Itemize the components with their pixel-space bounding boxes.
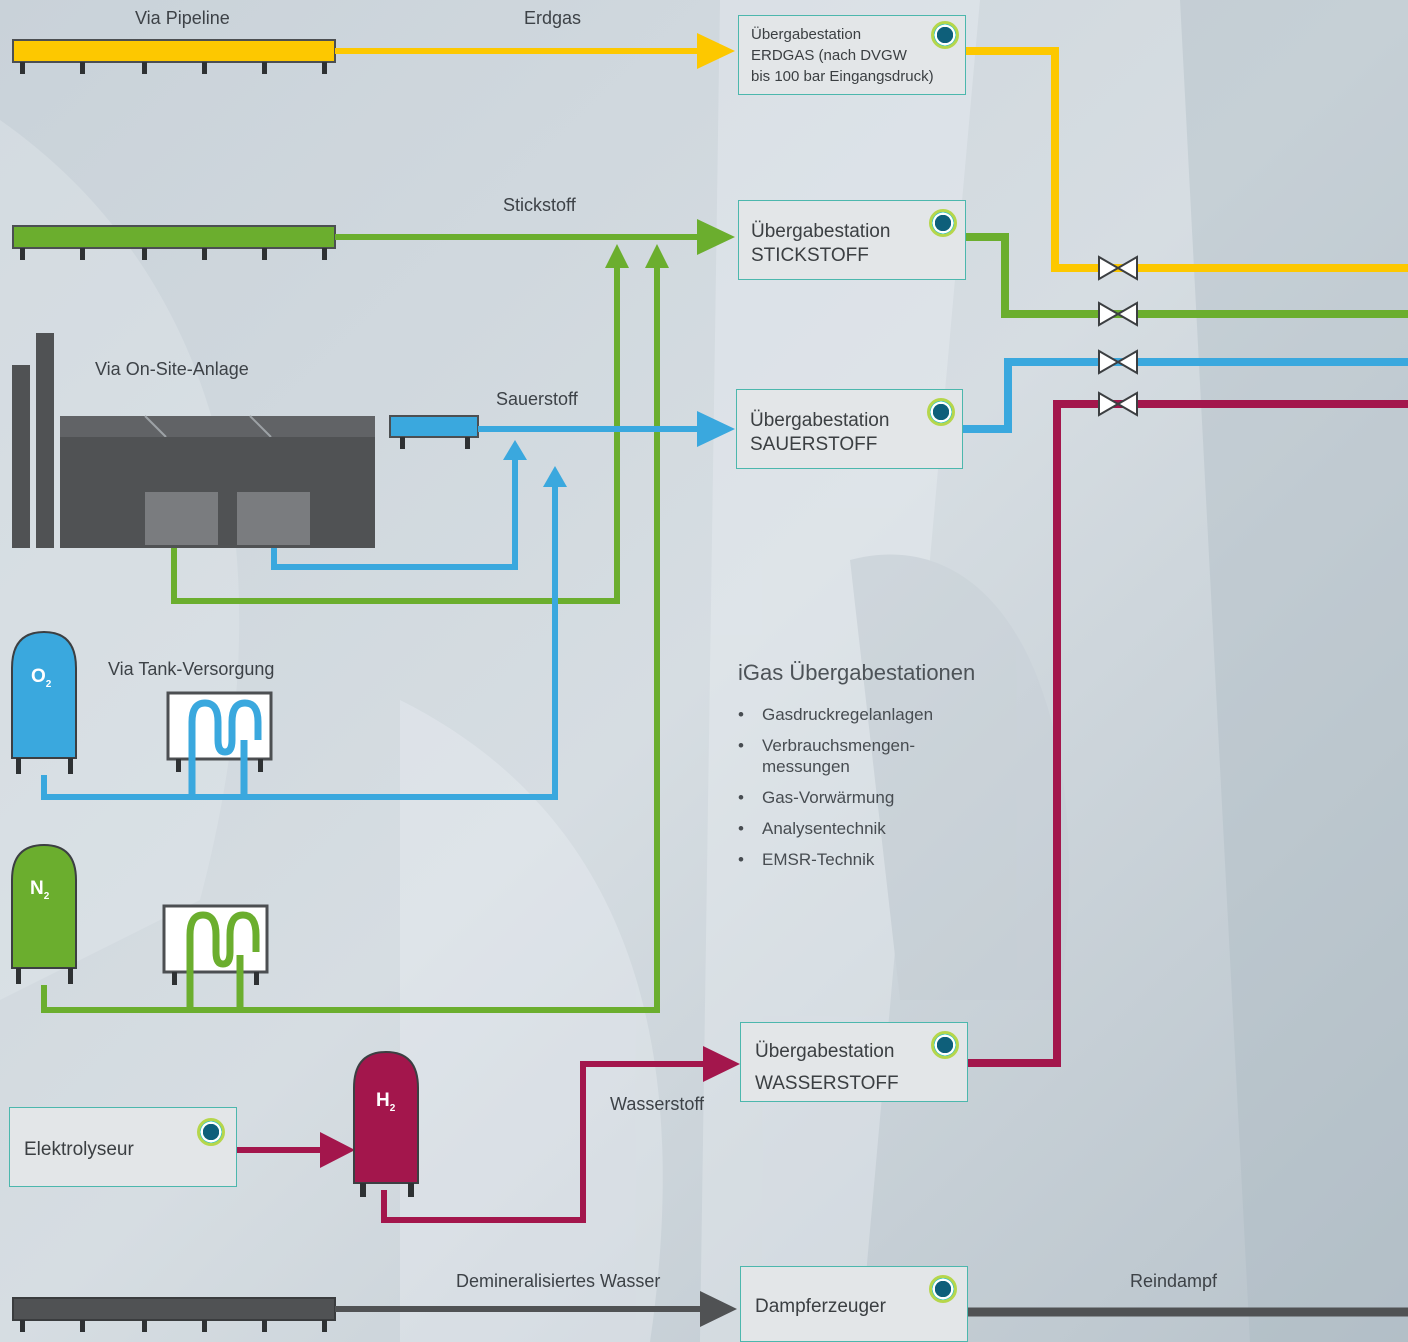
info-panel: iGas Übergabestationen Gasdruckregelanla… <box>738 660 982 880</box>
wasserstoff-line <box>381 1061 705 1223</box>
h2-symbol: H <box>376 1090 390 1111</box>
station-sauerstoff-title: Übergabestation <box>750 410 890 431</box>
valve-erdgas-icon <box>1098 255 1138 281</box>
onsite-plant-icon <box>12 333 375 548</box>
n2-subscript: 2 <box>43 890 50 902</box>
station-stickstoff[interactable]: Übergabestation STICKSTOFF <box>738 200 966 280</box>
label-wasserstoff: Wasserstoff <box>610 1094 705 1114</box>
valve-stickstoff-icon <box>1098 301 1138 327</box>
station-erdgas[interactable]: Übergabestation ERDGAS (nach DVGW bis 10… <box>738 15 966 95</box>
sauerstoff-onsite-line <box>271 458 518 570</box>
status-indicator-icon <box>929 1275 957 1303</box>
stickstoff-onsite-line <box>171 265 620 604</box>
info-item: Gasdruckregelanlagen <box>738 704 982 725</box>
station-elektrolyseur-title: Elektrolyseur <box>24 1139 134 1160</box>
info-item: Gas-Vorwärmung <box>738 787 982 808</box>
info-heading: iGas Übergabestationen <box>738 660 976 685</box>
station-sauerstoff-line2: SAUERSTOFF <box>750 434 878 455</box>
o2-subscript: 2 <box>45 678 52 690</box>
erdgas-arrow <box>697 33 735 69</box>
o2-tank-icon <box>11 630 77 774</box>
dampf-flow <box>12 1291 1408 1332</box>
elektrolyseur-arrow <box>320 1132 355 1168</box>
wasserstoff-outlet <box>967 400 1408 1067</box>
demin-wasser-pipeline <box>12 1297 336 1321</box>
label-reindampf: Reindampf <box>1130 1271 1218 1291</box>
erdgas-outlet <box>965 47 1408 272</box>
station-stickstoff-line2: STICKSTOFF <box>751 245 869 266</box>
station-wasserstoff-title: Übergabestation <box>755 1041 895 1062</box>
n2-tank-icon <box>11 843 77 984</box>
erdgas-flow <box>12 33 1408 272</box>
o2-tank-label: O2 <box>31 666 51 690</box>
status-indicator-icon <box>931 21 959 49</box>
o2-symbol: O <box>31 666 46 687</box>
valves <box>1098 255 1138 417</box>
sauerstoff-tank-line <box>41 485 558 800</box>
label-stickstoff: Stickstoff <box>503 195 576 215</box>
erdgas-pipeline-legs <box>20 62 327 74</box>
valve-sauerstoff-icon <box>1098 349 1138 375</box>
wasserstoff-arrow <box>703 1046 740 1082</box>
stickstoff-outlet <box>965 233 1408 318</box>
n2-tank-label: N2 <box>30 878 49 902</box>
demin-wasser-arrow <box>700 1291 737 1327</box>
valve-wasserstoff-icon <box>1098 391 1138 417</box>
info-item: Verbrauchsmengen- messungen <box>738 735 982 777</box>
wasserstoff-flow <box>236 400 1408 1223</box>
label-sauerstoff: Sauerstoff <box>496 389 578 409</box>
h2-tank-icon <box>353 1050 419 1197</box>
station-elektrolyseur[interactable]: Elektrolyseur <box>9 1107 237 1187</box>
h2-tank-label: H2 <box>376 1090 395 1114</box>
station-wasserstoff[interactable]: Übergabestation WASSERSTOFF <box>740 1022 968 1102</box>
status-indicator-icon <box>931 1031 959 1059</box>
sauerstoff-tank-arrow <box>543 466 567 487</box>
stickstoff-pipeline-legs <box>20 248 327 260</box>
sauerstoff-onsite-arrow <box>503 440 527 460</box>
status-indicator-icon <box>929 209 957 237</box>
label-via-onsite: Via On-Site-Anlage <box>95 359 249 379</box>
info-item: EMSR-Technik <box>738 849 982 870</box>
station-erdgas-line3: bis 100 bar Eingangsdruck) <box>751 68 934 85</box>
label-via-pipeline: Via Pipeline <box>135 8 230 28</box>
station-dampferzeuger[interactable]: Dampferzeuger <box>740 1266 968 1342</box>
h2-subscript: 2 <box>389 1102 396 1114</box>
status-indicator-icon <box>197 1118 225 1146</box>
station-erdgas-title: Übergabestation <box>751 26 862 43</box>
info-list: Gasdruckregelanlagen Verbrauchsmengen- m… <box>738 704 982 870</box>
label-erdgas: Erdgas <box>524 8 582 28</box>
sauerstoff-pipeline <box>389 415 479 438</box>
n2-symbol: N <box>30 878 44 899</box>
station-sauerstoff[interactable]: Übergabestation SAUERSTOFF <box>736 389 963 469</box>
station-stickstoff-title: Übergabestation <box>751 221 891 242</box>
stickstoff-tank-line <box>41 265 660 1013</box>
sauerstoff-arrow <box>697 411 735 447</box>
n2-vaporizer-icon <box>162 904 269 1010</box>
status-indicator-icon <box>927 398 955 426</box>
stickstoff-tank-arrow <box>645 244 669 268</box>
station-erdgas-line2: ERDGAS (nach DVGW <box>751 47 907 64</box>
demin-wasser-pipeline-legs <box>20 1320 327 1332</box>
info-item: Analysentechnik <box>738 818 982 839</box>
stickstoff-pipeline <box>12 225 336 249</box>
station-wasserstoff-line2: WASSERSTOFF <box>755 1073 899 1094</box>
erdgas-pipeline <box>12 39 336 63</box>
sauerstoff-outlet <box>962 358 1408 433</box>
stickstoff-arrow <box>697 219 735 255</box>
sauerstoff-flow <box>41 358 1408 800</box>
sauerstoff-pipeline-legs <box>400 437 470 449</box>
o2-vaporizer-icon <box>166 691 273 797</box>
station-dampferzeuger-title: Dampferzeuger <box>755 1296 886 1317</box>
label-demin-wasser: Demineralisiertes Wasser <box>456 1271 661 1291</box>
label-via-tank: Via Tank-Versorgung <box>108 659 275 679</box>
stickstoff-flow <box>12 219 1408 1013</box>
stickstoff-onsite-arrow <box>605 244 629 268</box>
